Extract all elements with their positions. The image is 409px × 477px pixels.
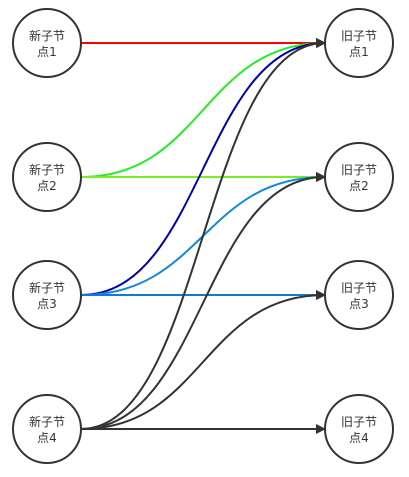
node-label-line1: 新子节 bbox=[29, 280, 65, 295]
node-circle bbox=[324, 8, 394, 78]
node-circle bbox=[12, 260, 82, 330]
node-label-line2: 点1 bbox=[349, 45, 369, 59]
node-circle bbox=[324, 394, 394, 464]
edge-n4-to-o3 bbox=[80, 290, 326, 430]
node-label-line2: 点3 bbox=[349, 297, 369, 311]
node-label-line1: 旧子节 bbox=[341, 415, 377, 429]
node-circle bbox=[12, 8, 82, 78]
node-label-line2: 点4 bbox=[37, 431, 57, 445]
node-label-line2: 点2 bbox=[349, 179, 369, 193]
node-label-line2: 点1 bbox=[37, 45, 57, 59]
node-label-line2: 点4 bbox=[349, 431, 369, 445]
node-label-line2: 点3 bbox=[37, 297, 57, 311]
node-label-line1: 旧子节 bbox=[341, 29, 377, 43]
edge-n3-to-o1 bbox=[80, 38, 326, 296]
node-circle bbox=[12, 394, 82, 464]
edge-n2-to-o1 bbox=[80, 38, 326, 178]
node-circle bbox=[324, 260, 394, 330]
node-label-line1: 新子节 bbox=[29, 414, 65, 429]
node-circle bbox=[324, 142, 394, 212]
node-label-line1: 旧子节 bbox=[341, 163, 377, 177]
edge-n4-to-o2 bbox=[80, 172, 326, 430]
node-label-line1: 新子节 bbox=[29, 162, 65, 177]
node-circle bbox=[12, 142, 82, 212]
node-label-line1: 新子节 bbox=[29, 28, 65, 43]
edges-layer bbox=[80, 38, 326, 434]
edge-n4-to-o1 bbox=[80, 38, 326, 430]
node-label-line2: 点2 bbox=[37, 179, 57, 193]
node-label-line1: 旧子节 bbox=[341, 281, 377, 295]
